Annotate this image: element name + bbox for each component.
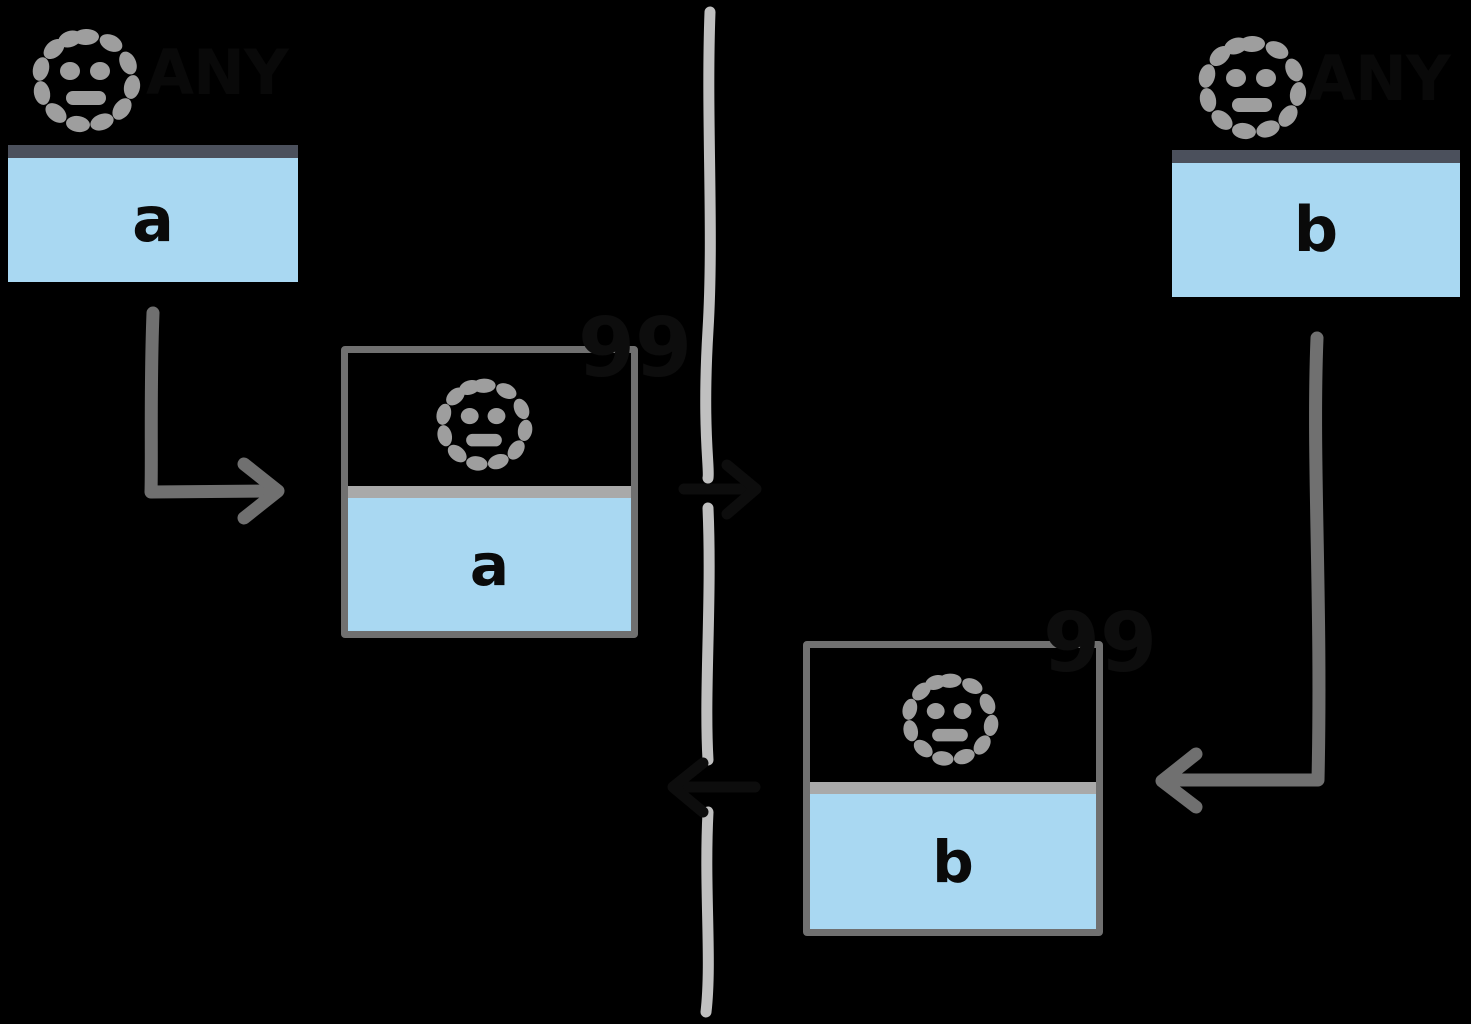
node-source-a-label: a bbox=[132, 183, 174, 256]
smiley-placeholder-icon bbox=[1198, 35, 1307, 140]
node-framed-b-label: b bbox=[932, 827, 974, 896]
smiley-placeholder-icon bbox=[902, 673, 999, 766]
smiley-placeholder-icon bbox=[32, 28, 141, 133]
node-framed-a-badge: 99 bbox=[578, 301, 693, 396]
node-source-a-body: a bbox=[8, 158, 298, 282]
node-source-b-header-label: ANY bbox=[1308, 42, 1451, 115]
smiley-placeholder-icon bbox=[436, 378, 533, 471]
node-framed-a-body: a bbox=[348, 498, 631, 631]
node-source-a-divider bbox=[8, 145, 298, 158]
node-framed-b-badge: 99 bbox=[1043, 596, 1158, 691]
node-framed-b-divider bbox=[810, 782, 1096, 794]
node-source-b-body: b bbox=[1172, 163, 1460, 297]
vertical-boundary-line bbox=[700, 6, 716, 1018]
node-framed-a-divider bbox=[348, 486, 631, 498]
node-source-b-divider bbox=[1172, 150, 1460, 163]
node-framed-b-body: b bbox=[810, 794, 1096, 929]
node-framed-a[interactable]: a bbox=[341, 346, 638, 638]
node-framed-a-label: a bbox=[469, 530, 510, 599]
node-source-a[interactable]: a bbox=[8, 10, 298, 282]
arrow-cross-boundary-left bbox=[667, 757, 761, 818]
arrow-cross-boundary-right bbox=[678, 459, 762, 520]
node-framed-b[interactable]: b bbox=[803, 641, 1103, 936]
node-source-a-header-label: ANY bbox=[146, 36, 289, 109]
node-source-b-label: b bbox=[1293, 193, 1339, 266]
arrow-source-a-to-framed-a bbox=[144, 306, 285, 525]
node-source-a-header bbox=[8, 10, 298, 145]
arrow-source-b-to-framed-b bbox=[1155, 331, 1326, 814]
